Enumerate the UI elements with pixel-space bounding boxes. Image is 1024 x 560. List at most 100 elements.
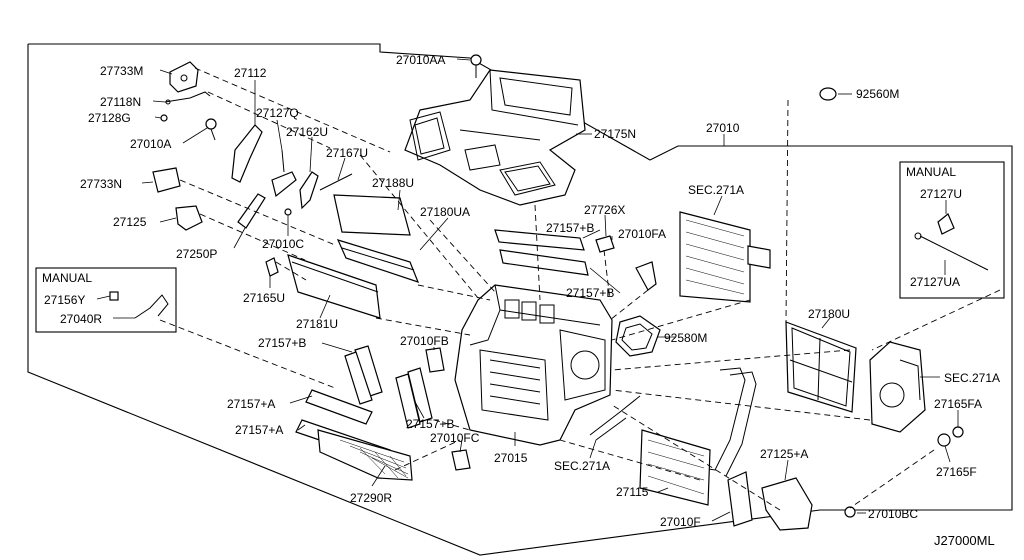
label-27733N: 27733N — [80, 177, 122, 191]
duct-27175N — [404, 69, 586, 206]
screw-27010A — [205, 118, 217, 141]
rod-27127UA — [914, 232, 989, 271]
label-27010FC: 27010FC — [430, 431, 480, 445]
bracket-27010F — [727, 471, 753, 527]
clip-27165U — [265, 257, 279, 277]
label-27157B-4: 27157+B — [566, 286, 614, 300]
hvac-unit-27015 — [454, 284, 613, 446]
seal-92580M — [615, 315, 661, 357]
screw-27010BC — [844, 506, 856, 518]
seal-27157B-mid — [395, 367, 433, 429]
label-27010FB: 27010FB — [400, 334, 449, 348]
label-27010: 27010 — [706, 121, 740, 135]
label-sec271A-1: SEC.271A — [688, 183, 744, 197]
evaporator-sec271A — [679, 211, 771, 303]
label-27162U: 27162U — [286, 125, 328, 139]
label-27125A: 27125+A — [760, 447, 808, 461]
seal-27157A-upper — [305, 389, 373, 425]
lever-27112 — [231, 124, 263, 183]
clip-27165FA — [952, 426, 964, 438]
bracket-27125 — [175, 205, 203, 231]
label-27180UA: 27180UA — [420, 205, 470, 219]
label-27010C: 27010C — [262, 237, 304, 251]
filter-27290R — [317, 429, 413, 481]
bracket-27010FC — [451, 449, 471, 471]
label-27157B-1: 27157+B — [258, 336, 306, 350]
screw-27010AA — [470, 54, 482, 78]
label-27165FA: 27165FA — [934, 397, 982, 411]
guide-lines — [159, 67, 1001, 511]
bracket-27733M — [169, 61, 199, 93]
lever-27127Q — [271, 149, 297, 198]
label-92560M: 92560M — [856, 87, 899, 101]
manual-left-title: MANUAL — [42, 271, 92, 285]
label-27157B-2: 27157+B — [406, 417, 454, 431]
door-27180UA — [336, 239, 420, 283]
label-27165F: 27165F — [936, 465, 977, 479]
manual-box-right — [899, 161, 1005, 299]
lever-27127U — [937, 213, 955, 235]
seal-27157B-left — [344, 345, 383, 405]
clip-27165F — [937, 433, 951, 447]
label-27127Q: 27127Q — [256, 106, 299, 120]
label-27290R: 27290R — [350, 491, 392, 505]
bracket-27733N — [152, 167, 181, 193]
label-27112: 27112 — [234, 66, 267, 80]
label-27156Y: 27156Y — [44, 293, 85, 307]
duct-27125A — [761, 477, 813, 531]
label-27181U: 27181U — [296, 317, 338, 331]
drawing-number: J27000ML — [934, 533, 995, 548]
label-27115: 27115 — [616, 485, 649, 499]
label-sec271A-3: SEC.271A — [554, 459, 610, 473]
lever-27250P — [237, 193, 266, 229]
clip-92560M — [819, 87, 837, 101]
filter-27180U — [785, 321, 857, 413]
label-sec271A-2: SEC.271A — [944, 371, 1000, 385]
manual-box-left — [35, 267, 177, 333]
label-27010BC: 27010BC — [868, 507, 918, 521]
label-27733M: 27733M — [100, 64, 143, 78]
manual-right-title: MANUAL — [906, 165, 956, 179]
link-sec271A-mid — [589, 395, 641, 441]
label-27157A-2: 27157+A — [235, 423, 283, 437]
clip-27010C — [284, 208, 292, 216]
label-27125: 27125 — [113, 215, 147, 229]
bracket-27010FB — [425, 347, 445, 373]
label-27180U: 27180U — [808, 307, 850, 321]
clip-27128G — [160, 114, 168, 122]
label-27175N: 27175N — [594, 127, 636, 141]
leader-lines — [96, 58, 959, 522]
label-27015: 27015 — [494, 451, 528, 465]
clip-27156Y — [109, 291, 119, 301]
lever-27162U — [299, 171, 319, 210]
label-27010FA: 27010FA — [618, 227, 666, 241]
blower-sec271A — [869, 341, 926, 433]
label-27010AA: 27010AA — [396, 53, 445, 67]
label-27726X: 27726X — [584, 203, 625, 217]
label-27127U: 27127U — [920, 187, 962, 201]
label-27165U: 27165U — [243, 291, 285, 305]
label-27250P: 27250P — [176, 247, 217, 261]
label-27167U: 27167U — [326, 146, 368, 160]
door-27188U — [333, 194, 411, 236]
seal-27157B-top — [494, 229, 589, 276]
cable-27040R — [134, 294, 169, 319]
clip-27726X — [595, 235, 615, 253]
label-27040R: 27040R — [60, 312, 102, 326]
label-27157B-3: 27157+B — [546, 221, 594, 235]
label-27010A: 27010A — [130, 137, 171, 151]
heater-pipes-sec271A — [701, 367, 757, 477]
link-27167U — [319, 173, 353, 191]
label-27010F: 27010F — [660, 515, 701, 529]
frame-outline — [27, 43, 1013, 556]
label-27128G: 27128G — [88, 111, 131, 125]
label-27188U: 27188U — [372, 176, 414, 190]
label-27127UA: 27127UA — [910, 275, 960, 289]
label-92580M: 92580M — [664, 331, 707, 345]
label-27118N: 27118N — [100, 95, 141, 109]
door-27181U — [287, 254, 381, 319]
heater-core-27115 — [639, 429, 711, 506]
bracket-27010FA — [635, 261, 657, 291]
